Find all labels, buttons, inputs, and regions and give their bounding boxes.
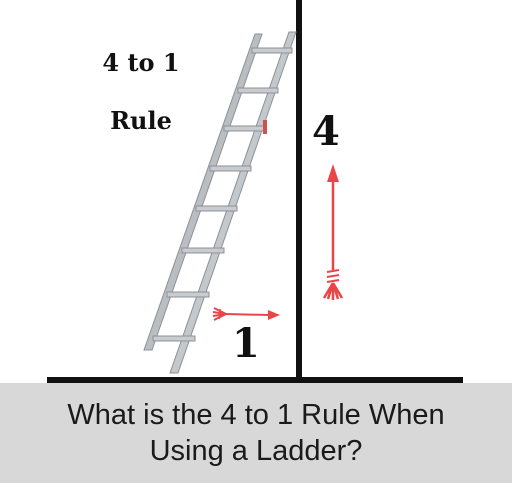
caption-line1: What is the 4 to 1 Rule When (67, 399, 445, 431)
ladder-icon (143, 31, 297, 374)
rule-title-line2: Rule (110, 106, 172, 135)
height-label: 4 (312, 108, 340, 155)
rule-title-line1: 4 to 1 (102, 48, 180, 77)
caption-band: What is the 4 to 1 Rule When Using a Lad… (0, 383, 512, 483)
base-label: 1 (232, 320, 260, 367)
base-arrow-icon (212, 307, 280, 321)
height-arrow-icon (322, 164, 344, 300)
caption-line2: Using a Ladder? (149, 435, 363, 467)
wall-line (296, 0, 302, 384)
rule-title: 4 to 1 Rule (86, 34, 196, 150)
ground-line (47, 377, 463, 383)
caption-text: What is the 4 to 1 Rule When Using a Lad… (16, 397, 496, 469)
